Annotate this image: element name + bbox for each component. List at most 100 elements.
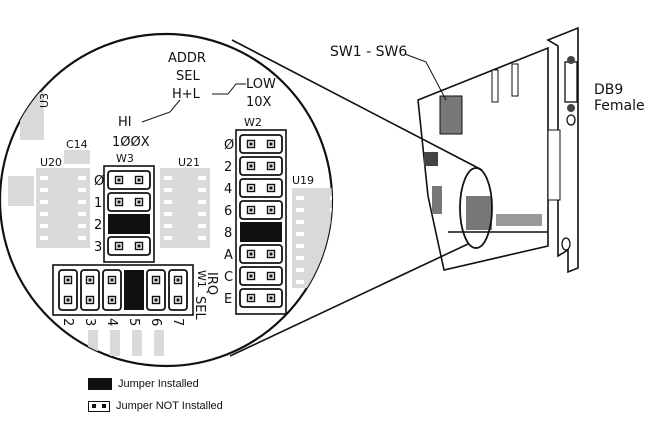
chip-c14 — [64, 150, 90, 164]
card-edge-pins — [496, 214, 542, 226]
zoom-contents — [8, 92, 332, 356]
w1-pin-label: 4 — [104, 318, 119, 326]
low-value: 10X — [246, 95, 272, 110]
hi-label: HI — [118, 115, 132, 130]
w3-pin-label: Ø — [94, 174, 104, 189]
jumper-not-installed — [107, 236, 151, 256]
irq-label-line1: IRQ — [204, 272, 219, 295]
jumper-installed — [108, 214, 150, 234]
chip-small-left — [8, 176, 34, 206]
jumper-not-installed — [239, 134, 283, 154]
addr-sel-line1: ADDR — [168, 51, 206, 66]
bottom-pads — [88, 330, 164, 356]
chip-label-u21: U21 — [178, 156, 200, 169]
jumper-not-installed — [239, 244, 283, 264]
connector-label-line2: Female — [594, 98, 645, 114]
jumper-not-installed — [239, 266, 283, 286]
chip-u21 — [160, 168, 210, 248]
chip-label-u3: U3 — [38, 93, 51, 108]
jumper-not-installed — [146, 269, 166, 311]
jumper-not-installed — [168, 269, 188, 311]
expansion-card — [404, 26, 579, 274]
card-sticker — [547, 129, 561, 201]
jumper-not-installed — [58, 269, 78, 311]
w2-pin-label: C — [224, 270, 233, 285]
w2-row: 6 — [224, 200, 283, 220]
w3-pin-label: 3 — [94, 240, 102, 255]
jumper-installed — [124, 270, 144, 310]
w2-row: 4 — [224, 178, 283, 198]
chip-label-u19: U19 — [292, 174, 314, 187]
connector-label-line1: DB9 — [594, 82, 623, 98]
jumper-not-installed — [80, 269, 100, 311]
w1-pin-label: 6 — [148, 318, 163, 326]
w3-pin-label: 2 — [94, 218, 102, 233]
irq-label-line2: SEL — [192, 296, 207, 320]
w2-row: Ø — [224, 134, 283, 154]
dip-switch-block — [439, 95, 463, 135]
switch-label: SW1 - SW6 — [330, 44, 407, 60]
w2-row: 8 — [224, 222, 282, 242]
jumper-not-installed — [239, 288, 283, 308]
legend-not-installed: Jumper NOT Installed — [88, 400, 223, 412]
low-label: LOW — [246, 77, 276, 92]
w2-row: E — [224, 288, 283, 308]
bracket-hole-lower — [561, 237, 571, 251]
card-part-d — [511, 63, 519, 97]
jumper-not-installed — [239, 156, 283, 176]
card-part-c — [491, 69, 499, 103]
db9-screw-bottom — [567, 104, 575, 112]
w3-row: 2 — [94, 214, 150, 234]
w2-label: W2 — [244, 116, 262, 129]
sw-leader-line — [404, 53, 447, 101]
addr-sel-line2: SEL — [176, 69, 200, 84]
card-jumper-area — [466, 196, 492, 230]
w1-col: 6 — [146, 269, 166, 326]
legend-installed: Jumper Installed — [88, 378, 199, 390]
not-installed-swatch-icon — [88, 400, 110, 412]
w2-pin-label: E — [224, 292, 232, 307]
jumper-installed — [240, 222, 282, 242]
installed-swatch-icon — [88, 378, 112, 390]
w2-pin-label: Ø — [224, 138, 234, 153]
w1-pin-label: 7 — [170, 318, 185, 326]
w1-label: W1 — [195, 270, 208, 288]
w1-col: 5 — [124, 270, 144, 326]
w1-col: 3 — [80, 269, 100, 326]
hi-leader — [141, 99, 181, 123]
w1-pin-label: 3 — [82, 318, 97, 326]
w3-row: 1 — [94, 192, 151, 212]
card-chip-a — [424, 152, 438, 166]
w2-pin-label: 8 — [224, 226, 232, 241]
w1-pin-label: 2 — [60, 318, 75, 326]
legend-installed-text: Jumper Installed — [118, 378, 199, 390]
w3-row: 3 — [94, 236, 151, 256]
db9-screw-top — [567, 56, 575, 64]
jumper-not-installed — [239, 178, 283, 198]
card-chip-b — [432, 186, 442, 214]
chip-label-c14: C14 — [66, 138, 88, 151]
zoom-target-ellipse — [459, 167, 493, 249]
jumper-not-installed — [107, 170, 151, 190]
w2-row: 2 — [224, 156, 283, 176]
chip-u19 — [292, 188, 332, 288]
addr-sel-line3: H+L — [172, 87, 201, 102]
jumper-not-installed — [107, 192, 151, 212]
w1-col: 2 — [58, 269, 78, 326]
w3-label: W3 — [116, 152, 134, 165]
w2-row: C — [224, 266, 283, 286]
w3-pin-label: 1 — [94, 196, 102, 211]
hi-value: 1ØØX — [112, 135, 150, 150]
w1-col: 4 — [102, 269, 122, 326]
w3-jumper-block: Ø 1 2 3 — [94, 165, 155, 263]
chip-pin-marks — [40, 176, 332, 284]
db9-connector — [564, 61, 578, 103]
w1-pin-label: 5 — [126, 318, 141, 326]
zoom-line-top — [231, 39, 483, 171]
zoom-line-bottom — [229, 243, 469, 357]
jumper-not-installed — [102, 269, 122, 311]
w3-row: Ø — [94, 170, 151, 190]
